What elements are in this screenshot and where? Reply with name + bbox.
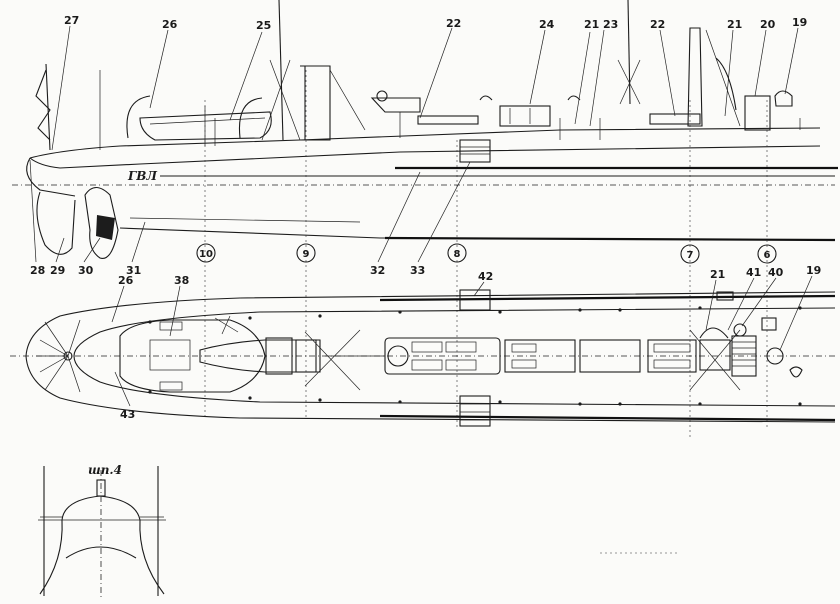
keel-bold bbox=[384, 236, 836, 242]
label-25: 25 bbox=[256, 19, 271, 32]
propeller-hub bbox=[96, 215, 115, 240]
label-deck-26: 26 bbox=[118, 274, 134, 287]
svg-text:7: 7 bbox=[687, 250, 694, 261]
deck-outline bbox=[25, 291, 836, 423]
section-hull-left bbox=[39, 519, 63, 595]
deck-inner-line bbox=[73, 307, 836, 407]
hull-upper-line bbox=[29, 145, 821, 169]
label-29: 29 bbox=[50, 264, 65, 277]
rudder-post bbox=[63, 351, 73, 361]
svg-text:9: 9 bbox=[303, 249, 310, 260]
funnel-stay bbox=[715, 57, 737, 111]
ladder-plan-top bbox=[459, 289, 491, 311]
torpedo-tube bbox=[199, 339, 321, 373]
svg-text:10: 10 bbox=[199, 249, 213, 260]
label-deck-21: 21 bbox=[710, 268, 725, 281]
aft-deckhouse bbox=[119, 319, 266, 393]
ensign-flag bbox=[35, 69, 51, 141]
hull-leaders bbox=[29, 159, 471, 263]
label-deck-38: 38 bbox=[174, 274, 189, 287]
label-21a: 21 bbox=[584, 18, 599, 31]
label-19: 19 bbox=[792, 16, 807, 29]
svg-text:8: 8 bbox=[454, 249, 461, 260]
label-deck-19: 19 bbox=[806, 264, 821, 277]
skylight-1 bbox=[417, 115, 479, 125]
deck-edge-bottom bbox=[379, 414, 836, 422]
label-26: 26 bbox=[162, 18, 178, 31]
label-20: 20 bbox=[760, 18, 776, 31]
searchlight bbox=[774, 90, 793, 107]
svg-text:6: 6 bbox=[764, 250, 771, 261]
funnel-pipe bbox=[687, 27, 703, 127]
stern-curve bbox=[26, 157, 76, 197]
deck-edge-top bbox=[379, 294, 836, 302]
ladder-plan-bottom bbox=[459, 395, 491, 427]
rail-stanchions bbox=[99, 70, 801, 150]
frame-marker-10: 10 bbox=[196, 243, 216, 263]
davit-fwd bbox=[238, 97, 263, 139]
vent-1 bbox=[479, 95, 493, 101]
frame-marker-7: 7 bbox=[680, 244, 700, 264]
foremast bbox=[627, 0, 631, 105]
deck-gun bbox=[370, 97, 421, 113]
deck-line bbox=[29, 127, 821, 159]
engine-skylight bbox=[384, 337, 501, 375]
side-profile: 10 9 8 7 6 bbox=[12, 0, 838, 440]
label-22b: 22 bbox=[650, 18, 665, 31]
frame-marker-8: 8 bbox=[447, 243, 467, 263]
tube-mount bbox=[265, 337, 293, 375]
section-hull-right bbox=[139, 519, 165, 595]
stoker-hatch bbox=[579, 339, 641, 373]
bridge bbox=[744, 95, 771, 131]
deck-leaders bbox=[111, 275, 813, 407]
section-label: шп.4 bbox=[88, 463, 122, 477]
conning-house bbox=[699, 339, 731, 371]
label-deck-43: 43 bbox=[120, 408, 135, 421]
stern-frames bbox=[36, 319, 81, 393]
label-33: 33 bbox=[410, 264, 425, 277]
aft-tower bbox=[300, 65, 331, 141]
bollards bbox=[148, 306, 802, 406]
rudder bbox=[36, 191, 76, 255]
mainmast bbox=[278, 0, 284, 141]
label-21b: 21 bbox=[727, 18, 742, 31]
gun-platform bbox=[387, 345, 409, 367]
label-28: 28 bbox=[30, 264, 45, 277]
waterline-label: ГВЛ bbox=[127, 169, 157, 183]
davit-aft bbox=[126, 95, 151, 139]
propeller bbox=[84, 186, 119, 259]
label-deck-41: 41 bbox=[746, 266, 761, 279]
deck-crosses bbox=[214, 315, 741, 391]
boat bbox=[139, 111, 272, 141]
searchlight-plan bbox=[766, 347, 784, 365]
frame-markers: 10 9 8 7 6 bbox=[196, 243, 777, 264]
shaft-line bbox=[129, 217, 361, 223]
ensign-staff bbox=[45, 63, 51, 151]
label-deck-40: 40 bbox=[768, 266, 784, 279]
label-22a: 22 bbox=[446, 17, 461, 30]
deck-house bbox=[499, 105, 551, 127]
frame-marker-6: 6 bbox=[757, 244, 777, 264]
label-23: 23 bbox=[603, 18, 618, 31]
chart-house bbox=[731, 335, 757, 377]
label-24: 24 bbox=[539, 18, 555, 31]
frame-marker-9: 9 bbox=[296, 243, 316, 263]
fwd-skylight bbox=[647, 339, 697, 373]
anchor-plan bbox=[789, 366, 803, 378]
label-31: 31 bbox=[126, 264, 141, 277]
section-bottom-curve bbox=[65, 546, 137, 559]
boiler-hatch bbox=[504, 339, 576, 373]
vent-2 bbox=[567, 95, 581, 101]
deck-plan: 26 38 42 21 41 40 19 43 bbox=[10, 264, 836, 427]
profile-leaders bbox=[51, 25, 799, 151]
label-deck-42: 42 bbox=[478, 270, 493, 283]
label-32: 32 bbox=[370, 264, 385, 277]
label-30: 30 bbox=[78, 264, 94, 277]
compass-dome bbox=[699, 327, 729, 339]
label-27: 27 bbox=[64, 14, 79, 27]
section-frame-4: шп.4 bbox=[38, 463, 166, 600]
ladder-profile bbox=[459, 139, 491, 163]
